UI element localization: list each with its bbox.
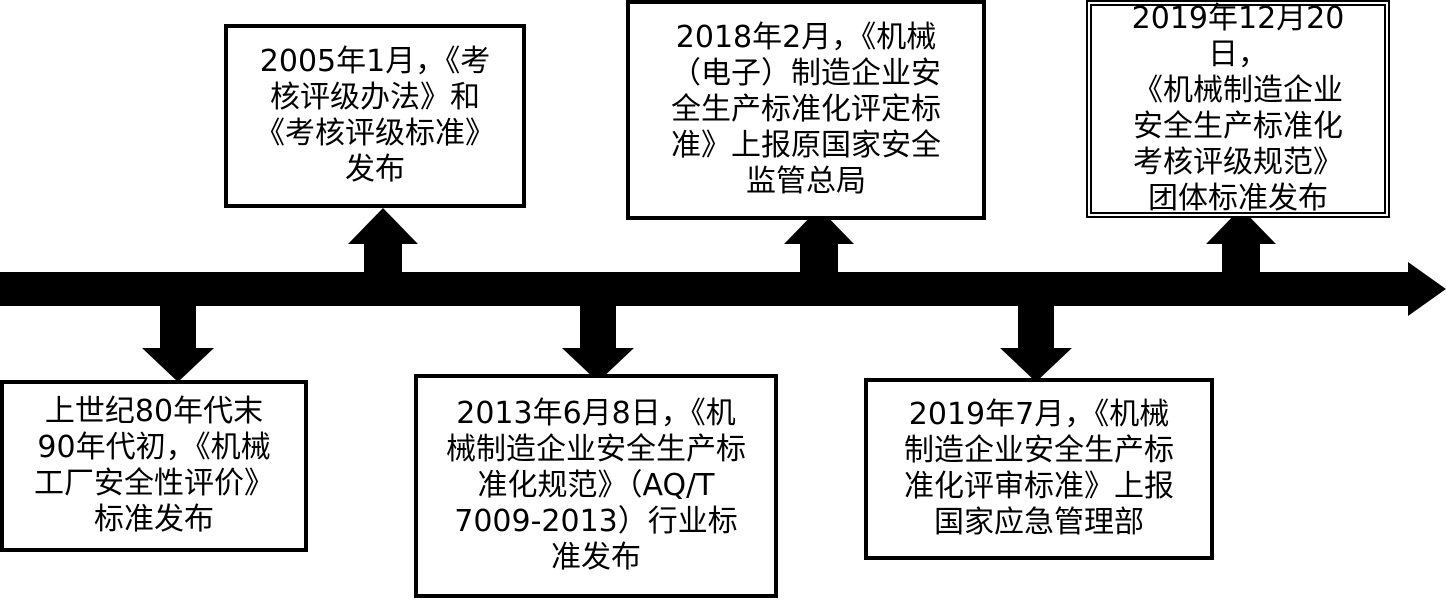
connector-arrow-2019-07	[1000, 300, 1072, 382]
event-box-2018: 2018年2月，《机械 （电子）制造企业安 全生产标准化评定标 准》上报原国家安…	[626, 0, 986, 220]
event-text-2005: 2005年1月，《考 核评级办法》和 《考核评级标准》 发布	[255, 44, 495, 187]
event-box-2005: 2005年1月，《考 核评级办法》和 《考核评级标准》 发布	[224, 24, 526, 208]
timeline-arrowhead	[1408, 262, 1446, 316]
connector-arrow-1980s	[142, 300, 214, 382]
event-text-1980s: 上世纪80年代末 90年代初，《机械 工厂安全性评价》 标准发布	[34, 394, 274, 537]
event-text-2019-07: 2019年7月，《机械 制造企业安全生产标 准化评审标准》上报 国家应急管理部	[904, 397, 1174, 540]
event-text-2019-12: 2019年12月20日， 《机械制造企业 安全生产标准化 考核评级规范》 团体标…	[1131, 1, 1345, 216]
connector-arrow-2013	[562, 300, 634, 382]
event-text-2013: 2013年6月8日，《机 械制造企业安全生产标 准化规范》（AQ/T 7009-…	[446, 396, 746, 575]
connector-arrow-2018	[784, 208, 854, 276]
event-text-2018: 2018年2月，《机械 （电子）制造企业安 全生产标准化评定标 准》上报原国家安…	[671, 20, 941, 199]
timeline-bar	[0, 272, 1412, 306]
connector-arrow-2005	[348, 208, 418, 276]
event-box-2013: 2013年6月8日，《机 械制造企业安全生产标 准化规范》（AQ/T 7009-…	[414, 374, 778, 598]
event-box-2019-07: 2019年7月，《机械 制造企业安全生产标 准化评审标准》上报 国家应急管理部	[864, 378, 1214, 560]
event-box-2019-12: 2019年12月20日， 《机械制造企业 安全生产标准化 考核评级规范》 团体标…	[1086, 0, 1390, 218]
connector-arrow-2019-12	[1206, 208, 1276, 276]
event-box-1980s: 上世纪80年代末 90年代初，《机械 工厂安全性评价》 标准发布	[0, 380, 308, 552]
